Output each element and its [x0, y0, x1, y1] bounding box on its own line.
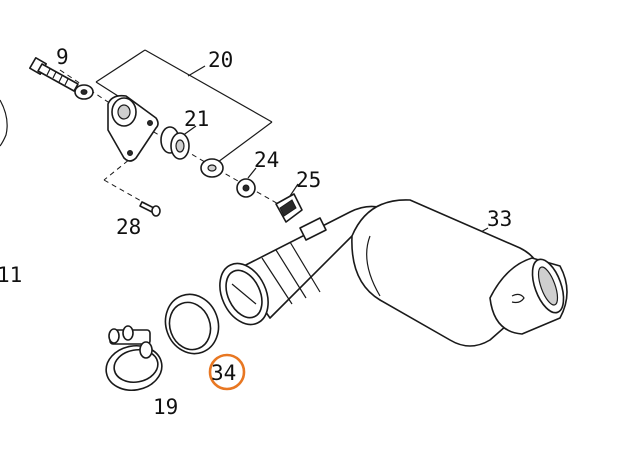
label-9: 9	[56, 45, 69, 69]
label-24: 24	[254, 148, 279, 172]
part-21-bushing	[160, 126, 190, 160]
highlight-ring-34	[208, 353, 246, 391]
label-21: 21	[184, 107, 209, 131]
label-34: 34	[211, 361, 236, 385]
part-9-bolt	[29, 57, 94, 100]
part-11-edge	[0, 99, 8, 147]
label-28: 28	[116, 215, 141, 239]
part-20-bracket	[107, 94, 159, 162]
part-33-muffler	[219, 199, 568, 347]
part-25-clip	[275, 193, 303, 223]
part-28-screw	[139, 201, 161, 217]
label-25: 25	[296, 168, 321, 192]
label-20: 20	[208, 48, 233, 72]
label-33: 33	[487, 207, 512, 231]
part-34-sleeve	[164, 293, 220, 355]
part-19-clamp	[105, 325, 163, 392]
label-19: 19	[153, 395, 178, 419]
part-24-washers	[200, 158, 256, 198]
label-11: 11	[0, 263, 22, 287]
